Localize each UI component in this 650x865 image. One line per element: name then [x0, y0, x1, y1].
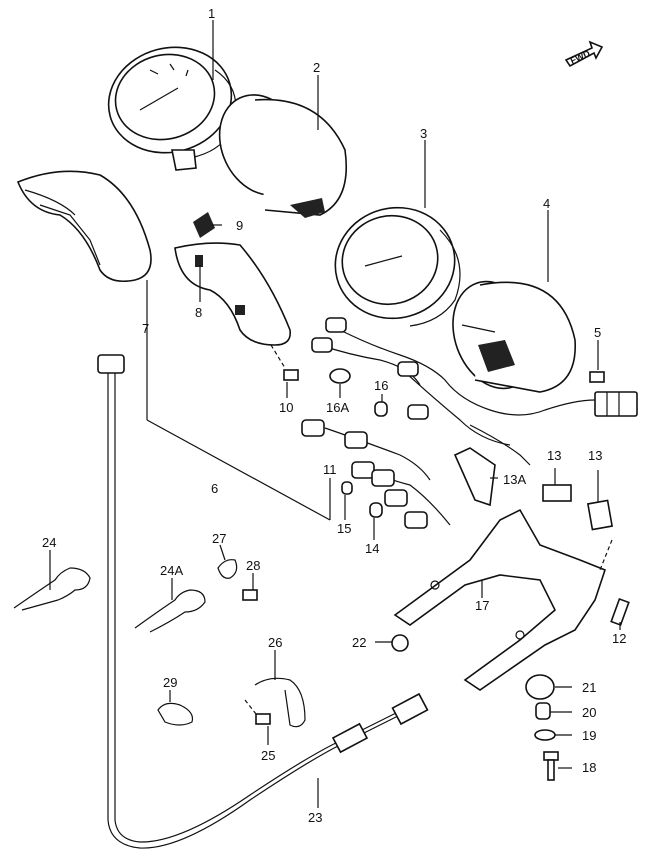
- callout-18: 18: [582, 760, 596, 775]
- part-16A-bulb-holder: [329, 368, 351, 384]
- callout-17: 17: [475, 598, 489, 613]
- fwd-label: FWD: [569, 48, 592, 66]
- part-1-speedometer: [107, 46, 237, 171]
- part-24-clamp: [13, 567, 91, 611]
- callout-14: 14: [365, 541, 379, 556]
- callout-29: 29: [163, 675, 177, 690]
- part-20-spacer: [535, 702, 551, 720]
- callout-21: 21: [582, 680, 596, 695]
- callout-10: 10: [279, 400, 293, 415]
- part-15-bulb: [341, 481, 353, 495]
- callout-1: 1: [208, 6, 215, 21]
- callout-12: 12: [612, 631, 626, 646]
- part-18-bolt: [543, 751, 559, 781]
- part-14-bulb: [369, 502, 383, 518]
- callout-25: 25: [261, 748, 275, 763]
- part-16-bulb: [374, 401, 388, 417]
- part-29-clip: [157, 702, 194, 726]
- part-4-tachometer-case: [452, 280, 576, 393]
- callout-4: 4: [543, 196, 550, 211]
- part-22-nut: [391, 634, 409, 652]
- callout-27: 27: [212, 531, 226, 546]
- callout-24: 24: [42, 535, 56, 550]
- callout-8: 8: [195, 305, 202, 320]
- callout-24A: 24A: [160, 563, 183, 578]
- callout-labels: 1 2 3 4 5 6 7 8 9 10 11 12 13 13 13A 14 …: [42, 6, 626, 825]
- fwd-arrow-icon: FWD: [564, 40, 604, 68]
- callout-28: 28: [246, 558, 260, 573]
- part-3-tachometer: [334, 206, 461, 327]
- callout-19: 19: [582, 728, 596, 743]
- callout-15: 15: [337, 521, 351, 536]
- callout-16A: 16A: [326, 400, 349, 415]
- callout-22: 22: [352, 635, 366, 650]
- callout-13-left: 13: [547, 448, 561, 463]
- callout-6: 6: [211, 481, 218, 496]
- part-24A-clamp: [134, 589, 206, 633]
- part-13A-plate: [453, 447, 496, 507]
- part-21-cushion: [525, 674, 555, 700]
- callout-20: 20: [582, 705, 596, 720]
- part-26-clamp: [254, 677, 306, 728]
- part-8-bracket-cover: [174, 242, 292, 346]
- part-13-mount-left: [542, 484, 572, 502]
- callout-9: 9: [236, 218, 243, 233]
- callout-16: 16: [374, 378, 388, 393]
- callout-7: 7: [142, 321, 149, 336]
- part-12-bolt: [610, 597, 630, 627]
- callout-13A: 13A: [503, 472, 526, 487]
- part-7-cover: [16, 170, 152, 283]
- leader-lines: [49, 20, 621, 808]
- part-10-screw: [283, 369, 299, 381]
- part-19-washer: [534, 729, 556, 741]
- part-27-clip: [217, 559, 238, 579]
- part-6-wiring-harness: [301, 317, 638, 529]
- callout-11: 11: [323, 462, 337, 477]
- callout-3: 3: [420, 126, 427, 141]
- part-5-screw: [589, 371, 605, 383]
- callout-26: 26: [268, 635, 282, 650]
- part-9-emblem: [193, 212, 215, 238]
- callout-2: 2: [313, 60, 320, 75]
- part-23-speedometer-cable: [97, 354, 429, 849]
- callout-5: 5: [594, 325, 601, 340]
- part-28-bolt: [242, 589, 258, 601]
- part-17-meter-bracket: [393, 508, 606, 691]
- part-25-bolt: [255, 713, 271, 725]
- callout-23: 23: [308, 810, 322, 825]
- part-2-speedometer-case: [218, 94, 347, 218]
- callout-13-right: 13: [588, 448, 602, 463]
- part-13-mount-right: [586, 499, 614, 531]
